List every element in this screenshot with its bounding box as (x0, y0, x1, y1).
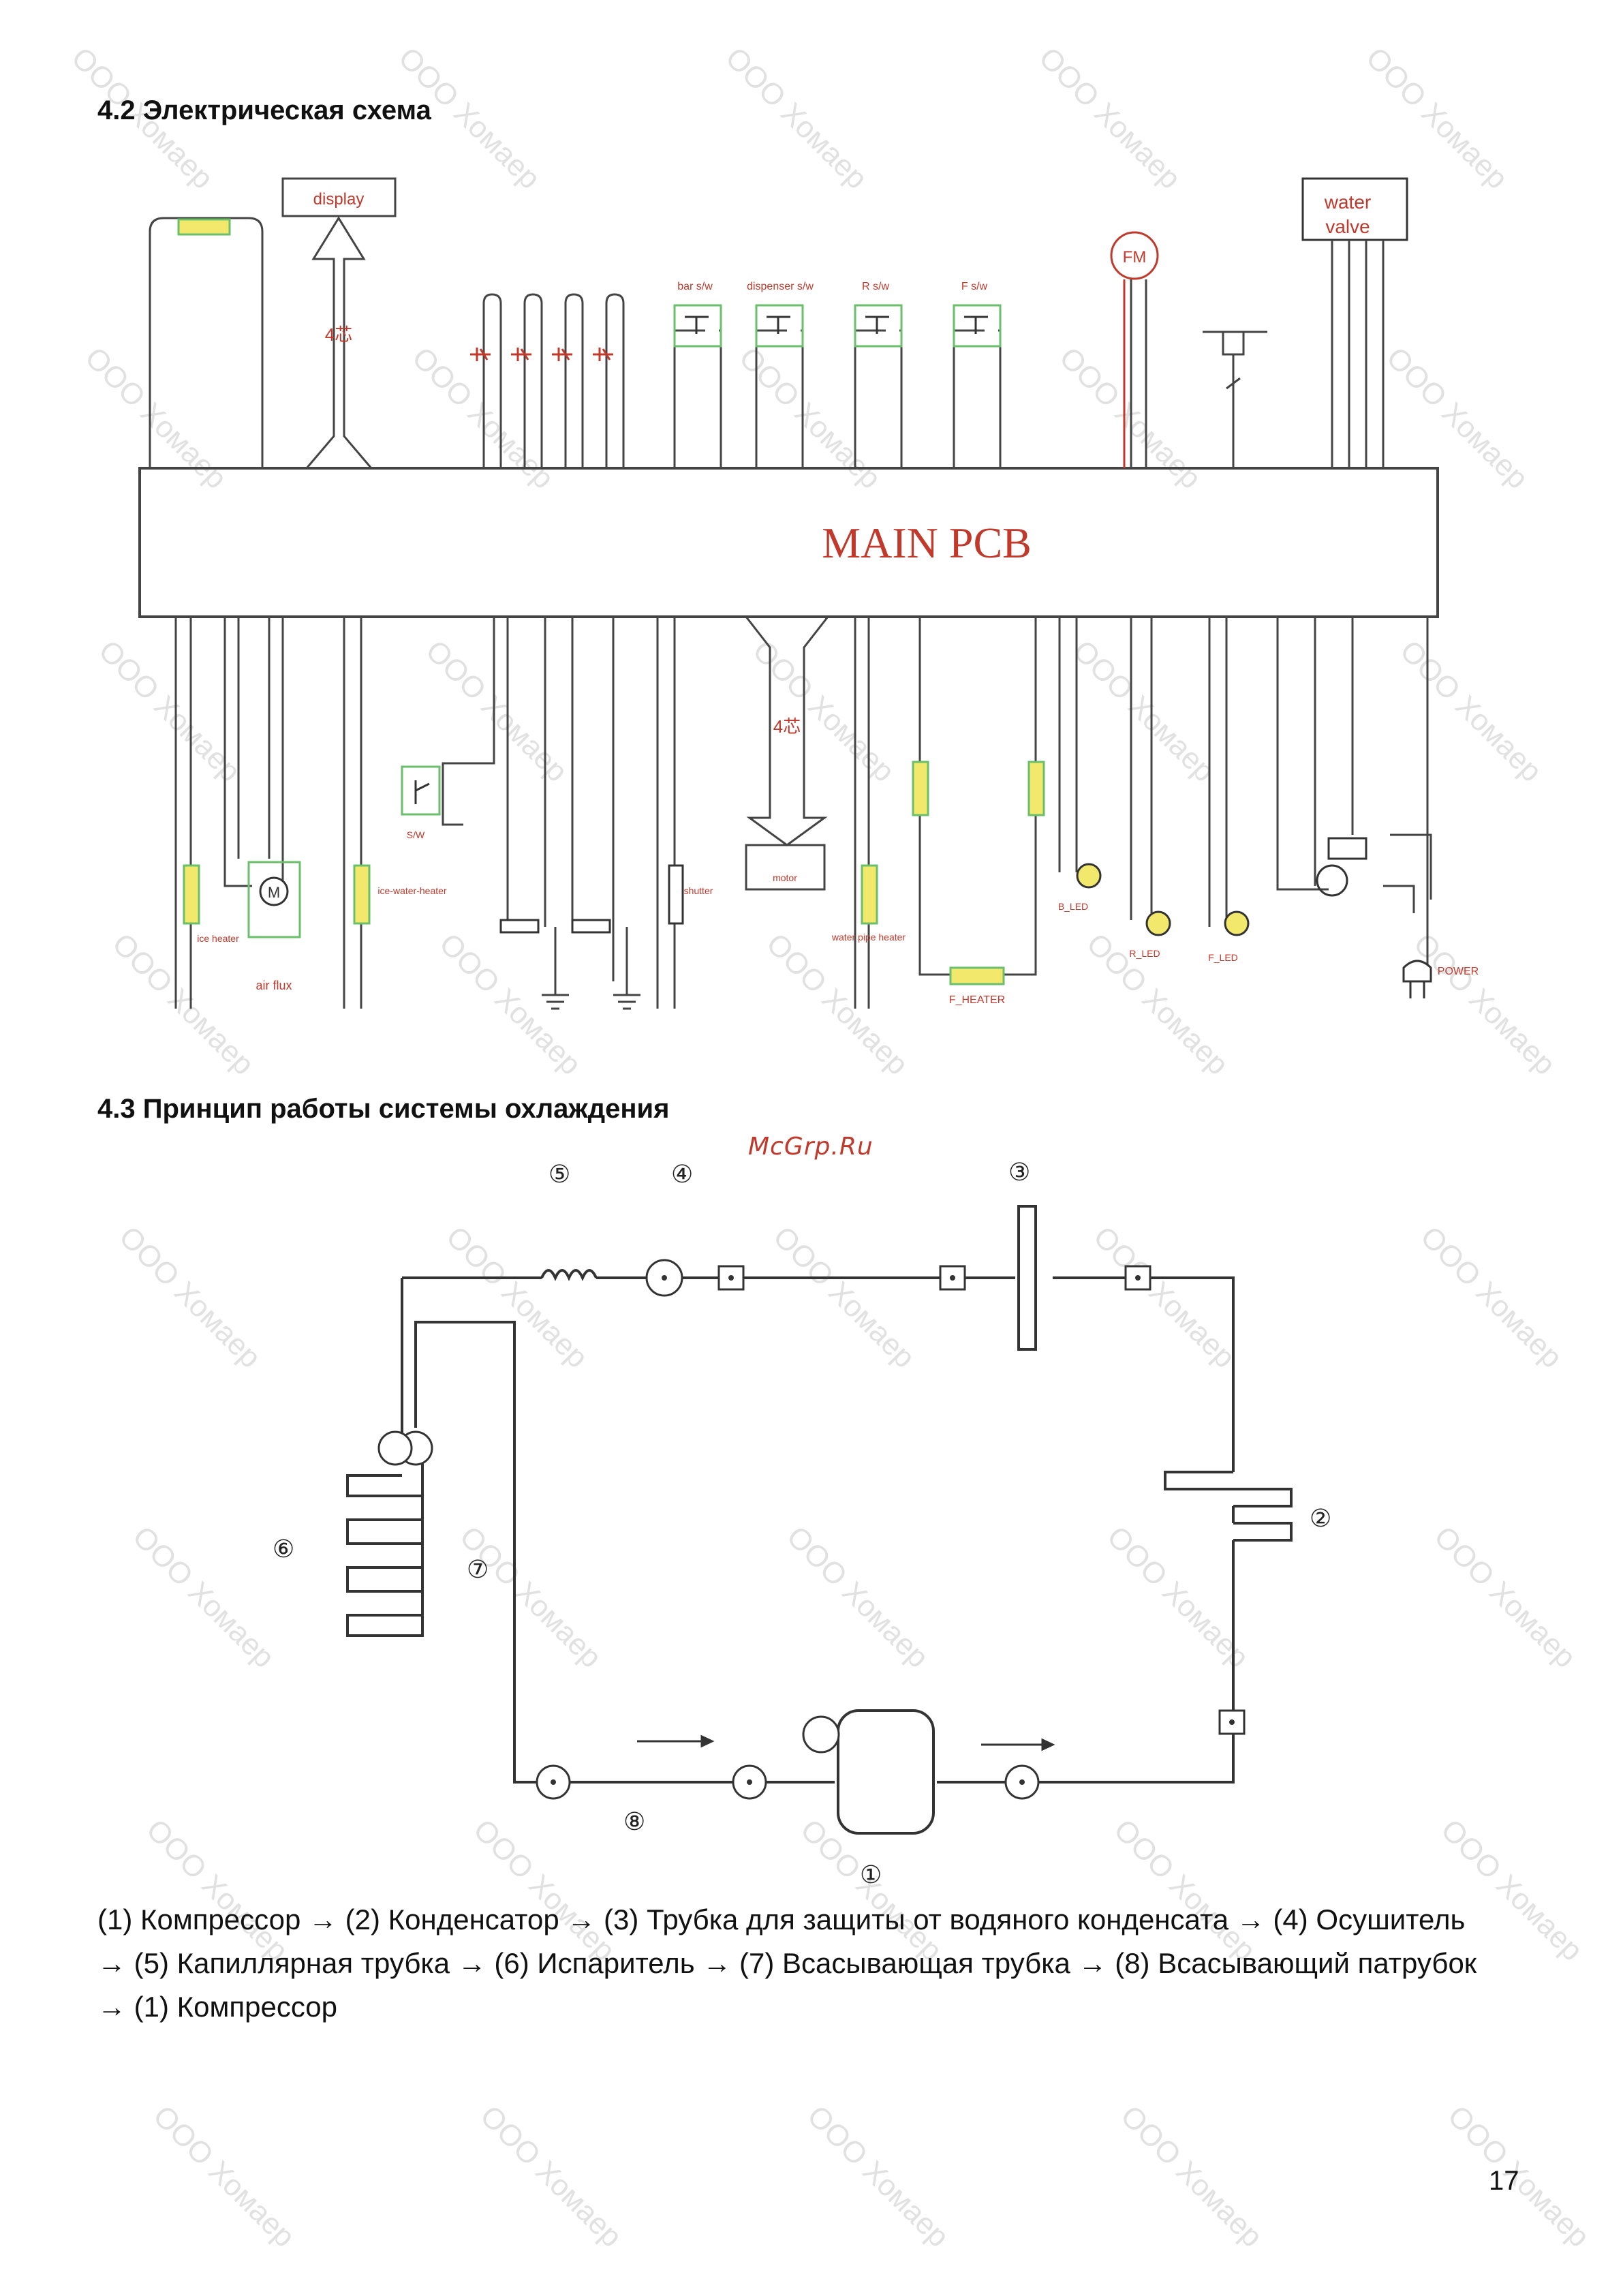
shutter-label: shutter (684, 885, 713, 896)
fan-label: FM (1123, 248, 1147, 266)
cooling-cycle-caption: (1) Компрессор → (2) Конденсатор → (3) Т… (97, 1898, 1535, 2029)
sw-label: S/W (407, 829, 425, 840)
fan-motor-circle (1110, 231, 1159, 280)
water-pipe-heater-label: water pipe heater (831, 932, 906, 943)
resistor (571, 919, 611, 934)
main-pcb-label: MAIN PCB (822, 519, 1032, 567)
ice-heater-label: ice heater (197, 933, 239, 944)
caption-line: → (1) Компрессор (97, 1991, 338, 2023)
switch-box (755, 304, 804, 348)
motor-label: M (268, 884, 280, 901)
section-heading-electrical: 4.2 Электрическая схема (97, 95, 431, 125)
site-watermark: McGrp.Ru (748, 1133, 874, 1161)
dispenser-heater (177, 218, 231, 236)
ice-heater (183, 864, 200, 925)
ice-water-heater-label: ice-water-heater (377, 885, 446, 896)
air-flux-label: air flux (256, 979, 292, 992)
power-plug (1402, 960, 1432, 998)
fuse-right (1027, 761, 1045, 816)
b-led-label: B_LED (1058, 901, 1088, 912)
switch-box (854, 304, 903, 348)
water-valve-label-2: valve (1325, 216, 1370, 237)
power-label: POWER (1438, 966, 1479, 977)
b-led (1076, 863, 1102, 889)
caption-line: (1) Компрессор → (2) Конденсатор → (3) Т… (97, 1903, 1466, 1935)
wire-count-top: 4芯 (325, 324, 352, 345)
r-led (1145, 910, 1171, 936)
wire-count-bottom: 4芯 (773, 716, 801, 737)
switch-label: dispenser s/w (747, 281, 814, 292)
motor-green-box (247, 861, 301, 938)
caption-line: → (5) Капиллярная трубка → (6) Испарител… (97, 1947, 1477, 1979)
water-valve-box (1301, 177, 1408, 241)
switch-box (953, 304, 1002, 348)
water-valve-label-1: water (1324, 192, 1371, 213)
fuse-left (912, 761, 929, 816)
resistor (499, 919, 540, 934)
motor-circle (259, 876, 289, 906)
motor-box (745, 844, 826, 891)
switch-label: bar s/w (677, 281, 713, 292)
water-pipe-heater (861, 864, 878, 925)
display-label: display (313, 190, 365, 209)
display-box (281, 177, 397, 217)
f-heater (949, 966, 1005, 985)
motor-text-label: motor (773, 872, 797, 883)
f-led (1224, 910, 1250, 936)
f-led-label: F_LED (1208, 952, 1238, 963)
shutter-element (668, 864, 684, 925)
switch-label: R s/w (862, 281, 889, 292)
ice-water-heater (353, 864, 371, 925)
f-heater-label: F_HEATER (949, 994, 1005, 1006)
switch-box (673, 304, 722, 348)
page-number: 17 (1489, 2166, 1519, 2196)
switch-label: F s/w (961, 281, 988, 292)
section-heading-cooling: 4.3 Принцип работы системы охлаждения (97, 1094, 670, 1124)
sw-box (401, 765, 441, 816)
r-led-label: R_LED (1129, 948, 1160, 959)
main-pcb-box (138, 467, 1439, 618)
